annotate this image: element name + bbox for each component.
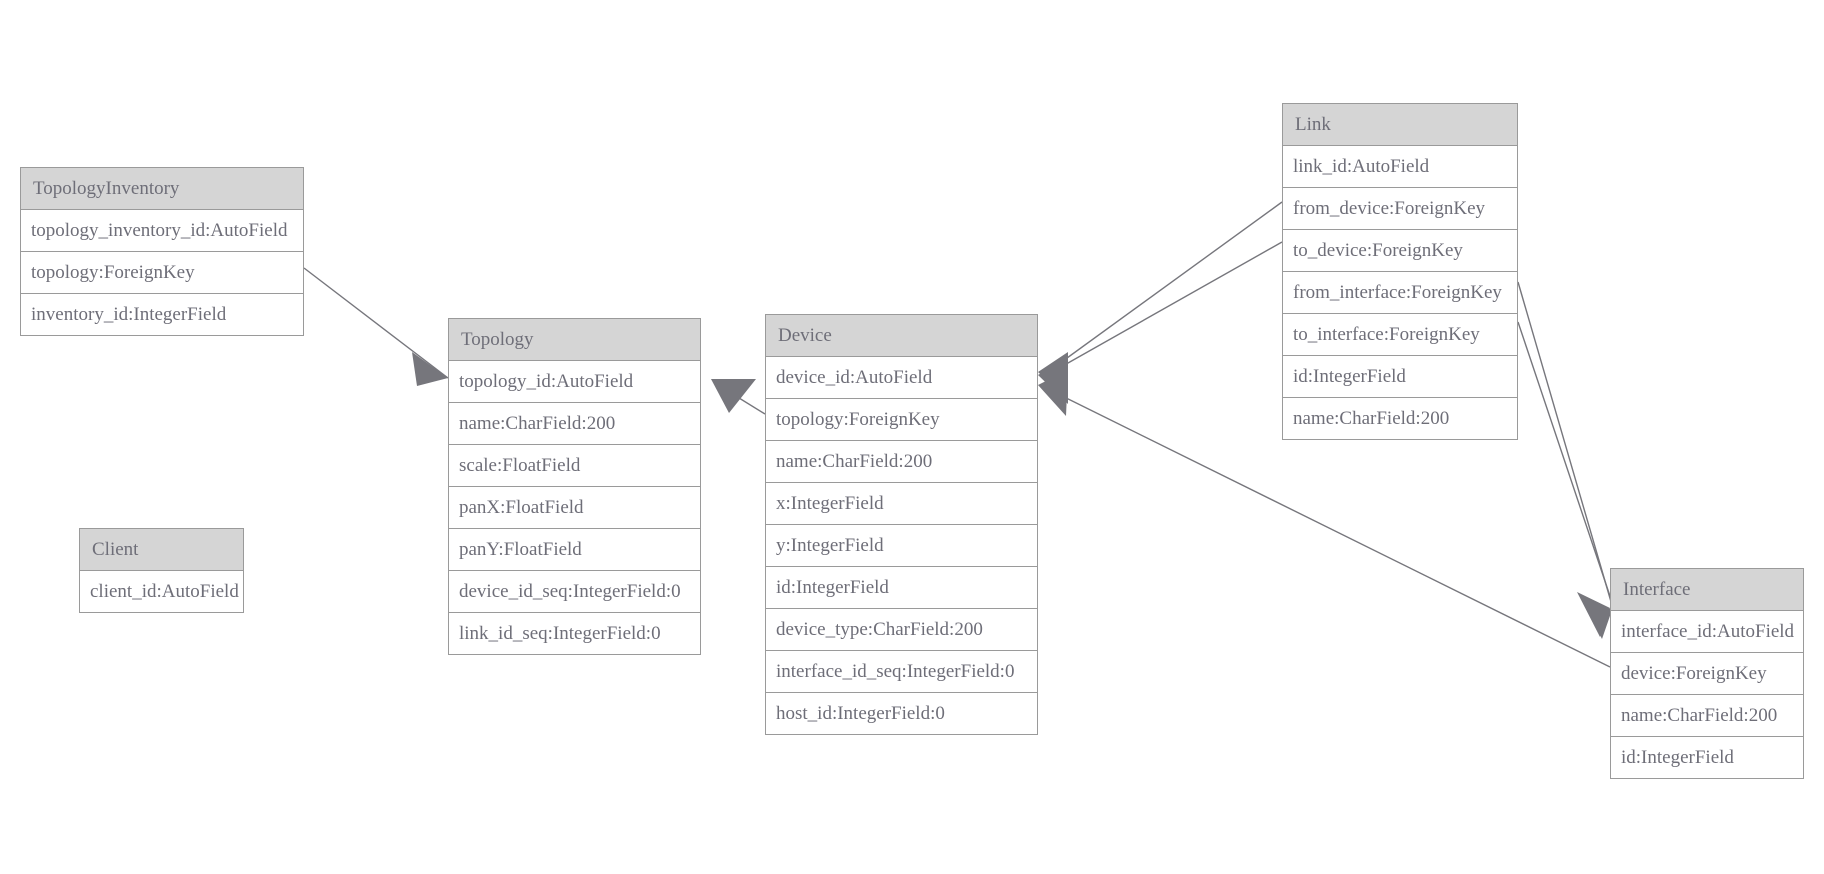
entity-field-row[interactable]: id:IntegerField [1283,356,1517,398]
entity-field-row[interactable]: inventory_id:IntegerField [21,294,303,335]
entity-title-interface: Interface [1611,569,1803,611]
entity-field-row[interactable]: topology:ForeignKey [21,252,303,294]
relationship-line [303,267,449,379]
relationship-link-to-interface [1517,321,1617,639]
entity-field-row[interactable]: from_interface:ForeignKey [1283,272,1517,314]
relationship-link-from-interface [1517,281,1615,637]
entity-field-row[interactable]: link_id_seq:IntegerField:0 [449,613,700,654]
entity-title-link: Link [1283,104,1517,146]
entity-title-device: Device [766,315,1037,357]
arrowhead-icon [412,352,448,386]
relationship-line [1044,241,1283,377]
entity-field-row[interactable]: link_id:AutoField [1283,146,1517,188]
entity-field-row[interactable]: host_id:IntegerField:0 [766,693,1037,734]
entity-field-row[interactable]: y:IntegerField [766,525,1037,567]
entity-field-row[interactable]: panX:FloatField [449,487,700,529]
entity-field-row[interactable]: device_type:CharField:200 [766,609,1037,651]
entity-field-row[interactable]: id:IntegerField [1611,737,1803,778]
entity-field-row[interactable]: panY:FloatField [449,529,700,571]
relationship-device-topology [711,379,766,415]
entity-field-row[interactable]: to_device:ForeignKey [1283,230,1517,272]
arrowhead-icon [1038,370,1068,416]
entity-field-row[interactable]: name:CharField:200 [449,403,700,445]
entity-field-row[interactable]: client_id:AutoField [80,571,243,612]
arrowhead-icon [1038,357,1068,404]
entity-field-row[interactable]: topology:ForeignKey [766,399,1037,441]
entity-title-topologyinventory: TopologyInventory [21,168,303,210]
arrowhead-icon [1038,352,1068,400]
entity-field-row[interactable]: device_id:AutoField [766,357,1037,399]
arrowhead-icon [711,379,756,413]
entity-field-row[interactable]: device:ForeignKey [1611,653,1803,695]
entity-field-row[interactable]: to_interface:ForeignKey [1283,314,1517,356]
entity-field-row[interactable]: scale:FloatField [449,445,700,487]
entity-field-row[interactable]: interface_id_seq:IntegerField:0 [766,651,1037,693]
entity-field-row[interactable]: from_device:ForeignKey [1283,188,1517,230]
entity-field-row[interactable]: name:CharField:200 [1611,695,1803,737]
entity-field-row[interactable]: topology_id:AutoField [449,361,700,403]
entity-field-row[interactable]: device_id_seq:IntegerField:0 [449,571,700,613]
entity-field-row[interactable]: name:CharField:200 [766,441,1037,483]
entity-field-row[interactable]: id:IntegerField [766,567,1037,609]
relationship-topologyinventory-topology [303,267,449,386]
entity-field-row[interactable]: name:CharField:200 [1283,398,1517,439]
entity-field-row[interactable]: topology_inventory_id:AutoField [21,210,303,252]
relationship-line [1044,201,1283,375]
relationship-line [717,384,766,415]
relationship-line [1517,321,1617,615]
arrowhead-icon [1577,592,1610,637]
relationship-link-from-device [1038,201,1283,400]
entity-field-row[interactable]: interface_id:AutoField [1611,611,1803,653]
arrowhead-icon [1579,594,1612,639]
relationship-line [1517,281,1615,613]
entity-field-row[interactable]: x:IntegerField [766,483,1037,525]
relationship-link-to-device [1038,241,1283,404]
entity-title-topology: Topology [449,319,700,361]
entity-title-client: Client [80,529,243,571]
